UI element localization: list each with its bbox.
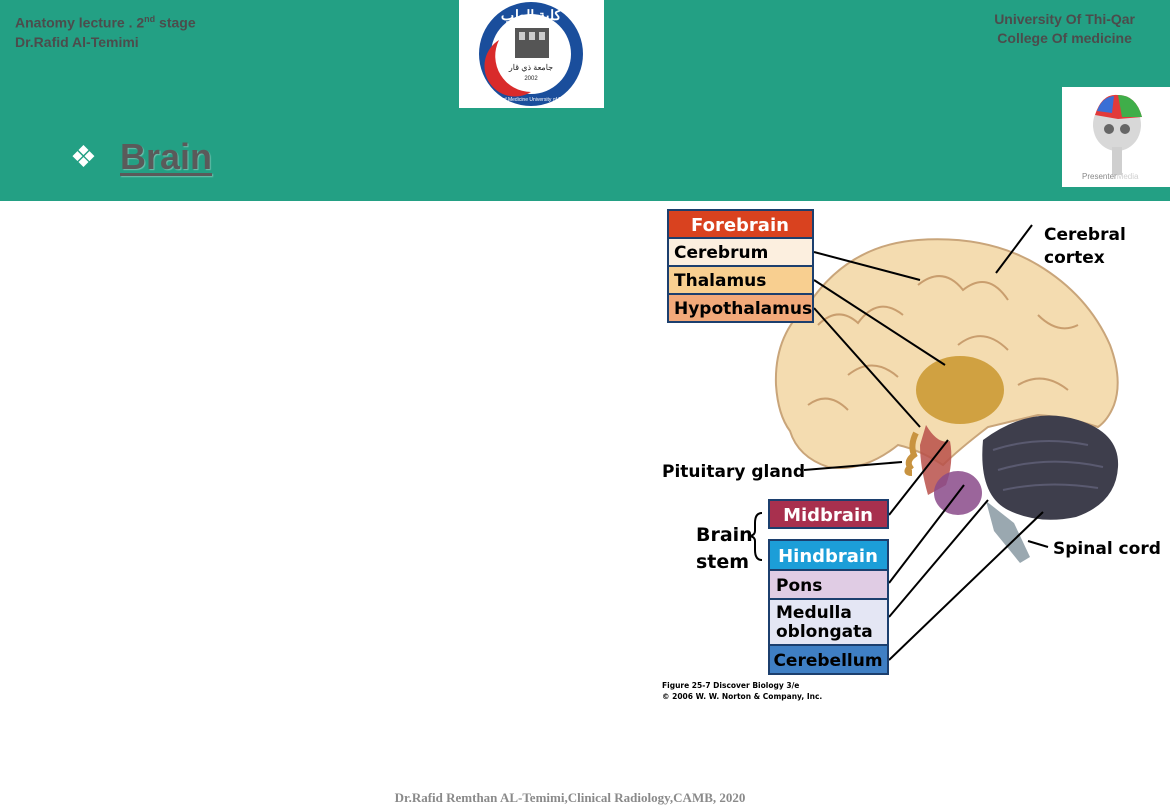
diamond-bullet-icon: ❖ — [70, 140, 97, 174]
logo-year: 2002 — [524, 76, 538, 82]
logo-arabic-title: كلية الطب — [501, 7, 562, 23]
logo-arabic-name: جامعة ذي قار — [508, 63, 553, 72]
presenter-label: PresenterMedia — [1082, 172, 1139, 181]
brain-anatomy-figure: Forebrain Cerebrum Thalamus Hypothalamus… — [658, 205, 1170, 705]
lecture-info: Anatomy lecture . 2nd stage Dr.Rafid Al-… — [15, 14, 196, 50]
figure-caption-2: © 2006 W. W. Norton & Company, Inc. — [662, 692, 822, 701]
slide-title-row: ❖ Brain — [70, 136, 212, 178]
spinal-cord-label: Spinal cord — [1053, 539, 1161, 559]
cerebellum-label: Cerebellum — [773, 651, 882, 671]
brain-stem-bracket — [749, 512, 763, 561]
hindbrain-label: Hindbrain — [778, 546, 878, 567]
brain-stem-label-1: Brain — [696, 524, 753, 546]
forebrain-label: Forebrain — [691, 215, 789, 236]
cortex-label: cortex — [1044, 248, 1105, 268]
thalamus-label: Thalamus — [674, 271, 766, 291]
header-bar: Anatomy lecture . 2nd stage Dr.Rafid Al-… — [0, 0, 1170, 201]
logo-ring-text: College of Medicine University of Thi - … — [484, 97, 578, 103]
footer-credit: Dr.Rafid Remthan AL-Temimi,Clinical Radi… — [394, 790, 746, 805]
cerebrum-label: Cerebrum — [674, 243, 768, 263]
presenter-media-badge: PresenterMedia — [1062, 87, 1170, 187]
oblongata-label: oblongata — [776, 622, 873, 642]
thalamus-box — [667, 265, 814, 295]
brain-stem-label-2: stem — [696, 551, 749, 573]
midbrain-box — [768, 499, 889, 529]
medulla-box — [768, 598, 889, 646]
university-info: University Of Thi-Qar College Of medicin… — [994, 11, 1135, 46]
figure-caption-1: Figure 25-7 Discover Biology 3/e — [662, 681, 799, 690]
cerebral-label: Cerebral — [1044, 225, 1126, 245]
cerebellum-box — [768, 644, 889, 675]
midbrain-label: Midbrain — [783, 505, 873, 526]
pituitary-label: Pituitary gland — [662, 462, 805, 482]
medulla-label: Medulla — [776, 603, 852, 623]
college-logo: كلية الطب جامعة ذي قار 2002 College of M… — [459, 0, 604, 108]
hypothalamus-label: Hypothalamus — [674, 299, 812, 319]
slide-title: Brain — [120, 136, 213, 177]
hindbrain-box — [768, 539, 889, 571]
leader-lines — [803, 224, 1049, 661]
hypothalamus-box — [667, 293, 814, 323]
pons-label: Pons — [776, 576, 822, 596]
cerebrum-box — [667, 237, 814, 267]
brain-illustration — [774, 238, 1119, 563]
